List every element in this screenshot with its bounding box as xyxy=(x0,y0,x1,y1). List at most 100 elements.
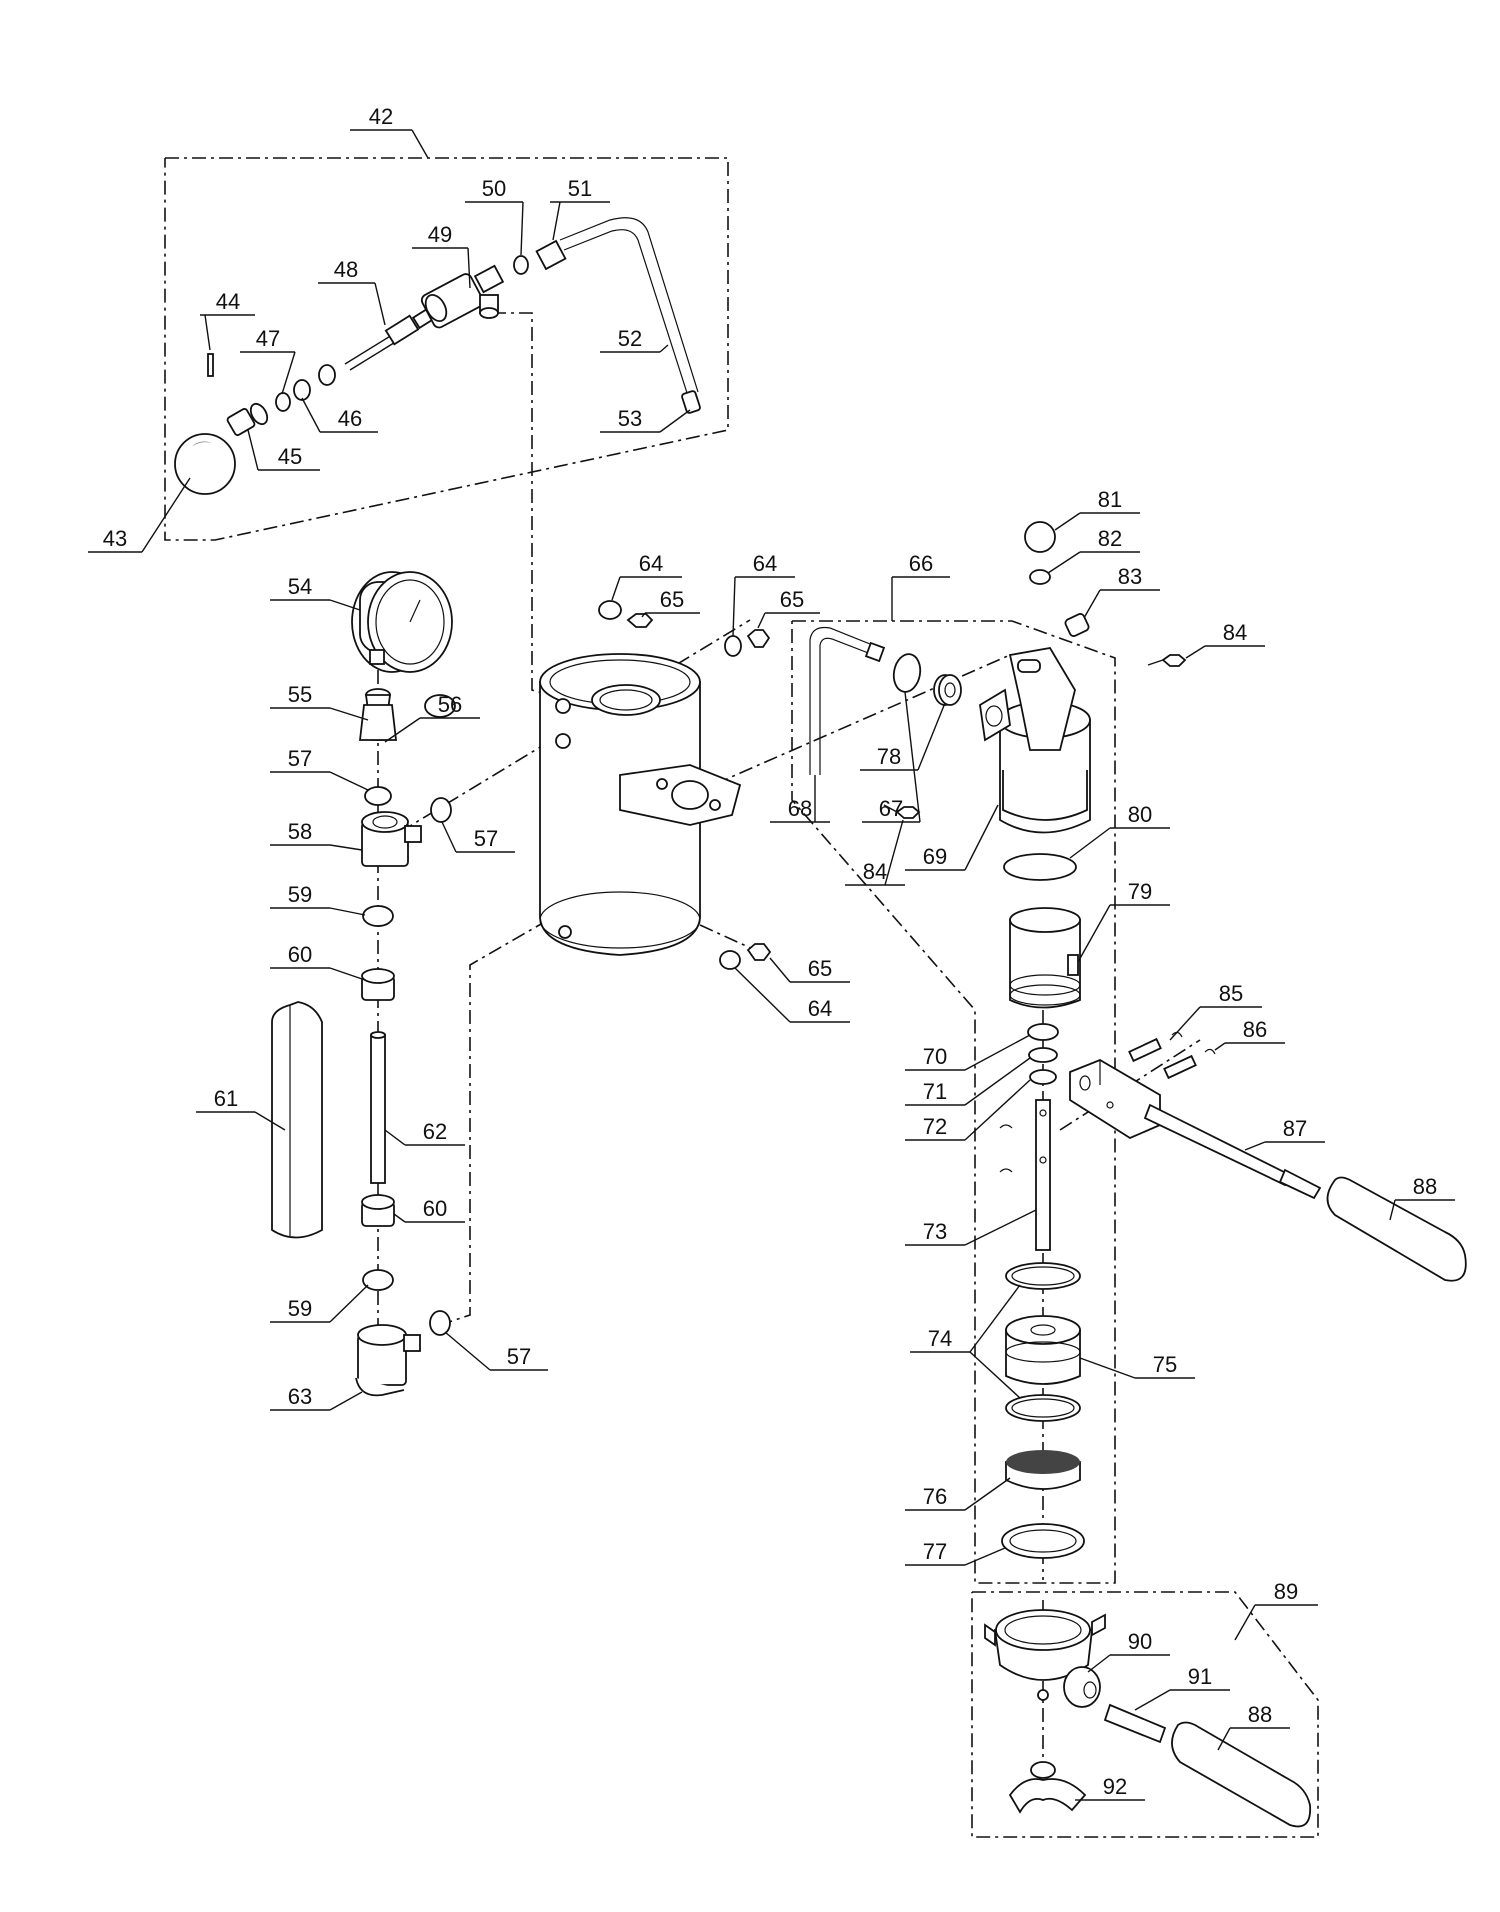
callout-65-b: 65 xyxy=(780,587,804,612)
callout-80: 80 xyxy=(1128,802,1152,827)
pressure-gauge xyxy=(351,571,453,673)
callout-63: 63 xyxy=(288,1384,312,1409)
callout-69: 69 xyxy=(923,844,947,869)
group-head-assembly-boundary xyxy=(791,620,1116,1584)
path-steam-tee-to-boiler xyxy=(492,312,566,701)
spout-92 xyxy=(1008,1761,1087,1814)
assembly-paths xyxy=(377,312,1201,1790)
callout-83: 83 xyxy=(1118,564,1142,589)
callout-leaders xyxy=(88,129,1455,1801)
callout-59-top: 59 xyxy=(288,882,312,907)
callout-64-a: 64 xyxy=(639,551,663,576)
callout-43: 43 xyxy=(103,526,127,551)
callout-65-a: 65 xyxy=(660,587,684,612)
callout-70: 70 xyxy=(923,1044,947,1069)
callout-62: 62 xyxy=(423,1119,447,1144)
portafilter-neck xyxy=(1063,1666,1101,1708)
washer-59-bottom xyxy=(362,1269,394,1291)
callout-49: 49 xyxy=(428,222,452,247)
group-head-body xyxy=(979,647,1091,834)
top-knob xyxy=(1024,521,1056,553)
steam-wand xyxy=(535,217,701,414)
nut-65-b xyxy=(746,629,771,648)
callout-73: 73 xyxy=(923,1219,947,1244)
small-nut xyxy=(513,255,529,275)
callout-48: 48 xyxy=(334,257,358,282)
screw-cap xyxy=(424,694,456,718)
portafilter-handle xyxy=(1171,1721,1312,1828)
steam-knob xyxy=(174,433,236,495)
washer-46 xyxy=(293,379,311,401)
callout-51: 51 xyxy=(568,176,592,201)
callout-57-bottom: 57 xyxy=(507,1344,531,1369)
lever-thread xyxy=(1278,1168,1322,1200)
washer-72 xyxy=(1029,1069,1057,1085)
callout-77: 77 xyxy=(923,1539,947,1564)
callout-75: 75 xyxy=(1153,1352,1177,1377)
callout-72: 72 xyxy=(923,1114,947,1139)
callout-87: 87 xyxy=(1283,1116,1307,1141)
boiler xyxy=(539,653,742,956)
nut-60-top xyxy=(361,968,395,1001)
callout-81: 81 xyxy=(1098,487,1122,512)
shower-screen xyxy=(1005,1450,1081,1490)
pin-86 xyxy=(1163,1054,1197,1080)
callout-92: 92 xyxy=(1103,1774,1127,1799)
callout-60-bottom: 60 xyxy=(423,1196,447,1221)
piston-ring-74-bottom xyxy=(1005,1394,1081,1422)
callout-84-bottom: 84 xyxy=(863,859,887,884)
piston-ring-74-top xyxy=(1005,1262,1081,1290)
steam-wand-assembly-boundary xyxy=(164,157,729,541)
portafilter-assembly xyxy=(984,1609,1312,1828)
callout-79: 79 xyxy=(1128,879,1152,904)
callout-82: 82 xyxy=(1098,526,1122,551)
level-tube xyxy=(370,1031,386,1184)
elbow-fitting-upper xyxy=(361,811,422,867)
path-flange-to-group xyxy=(689,654,1011,796)
callout-60-top: 60 xyxy=(288,942,312,967)
callout-57-top: 57 xyxy=(288,746,312,771)
gasket-77 xyxy=(1001,1523,1085,1559)
callout-85: 85 xyxy=(1219,981,1243,1006)
portafilter-stud xyxy=(1103,1703,1167,1744)
gauge-column xyxy=(271,571,456,1397)
washer-57-top xyxy=(364,786,392,806)
gauge-adapter xyxy=(358,688,398,741)
portafilter-body xyxy=(984,1609,1106,1701)
callout-88-portafilter: 88 xyxy=(1248,1702,1272,1727)
washer-46b xyxy=(318,364,336,386)
callout-58: 58 xyxy=(288,819,312,844)
washer-64-b xyxy=(724,635,742,657)
callout-76: 76 xyxy=(923,1484,947,1509)
lever-assembly xyxy=(1069,1031,1467,1282)
callout-71: 71 xyxy=(923,1079,947,1104)
portafilter-assembly-boundary xyxy=(971,1591,1319,1838)
lever-bracket xyxy=(1069,1059,1161,1140)
lever-arm xyxy=(1143,1103,1292,1187)
nut-65-c xyxy=(746,943,772,961)
assembly-boundaries xyxy=(164,157,1319,1838)
callout-57-side: 57 xyxy=(474,826,498,851)
callout-labels: 42 43 44 45 46 47 48 49 50 51 52 53 54 5… xyxy=(103,104,1437,1799)
group-head-assembly xyxy=(809,521,1187,1559)
path-boiler-to-lower-elbow xyxy=(439,919,549,1326)
callout-56: 56 xyxy=(438,692,462,717)
callout-46: 46 xyxy=(338,406,362,431)
washer-64-a xyxy=(598,600,622,620)
path-right-65 xyxy=(699,924,756,951)
tube-guard xyxy=(271,1001,323,1239)
pin xyxy=(207,353,214,377)
piston-75 xyxy=(1005,1315,1081,1385)
spacer-83 xyxy=(1064,613,1090,637)
callout-44: 44 xyxy=(216,289,240,314)
washer-57-side xyxy=(430,797,452,823)
callout-45: 45 xyxy=(278,444,302,469)
callout-74: 74 xyxy=(928,1326,952,1351)
steam-valve-body xyxy=(420,264,505,329)
callout-50: 50 xyxy=(482,176,506,201)
callout-90: 90 xyxy=(1128,1629,1152,1654)
valve-stem xyxy=(344,306,437,371)
pin-85 xyxy=(1128,1037,1162,1063)
callout-55: 55 xyxy=(288,682,312,707)
